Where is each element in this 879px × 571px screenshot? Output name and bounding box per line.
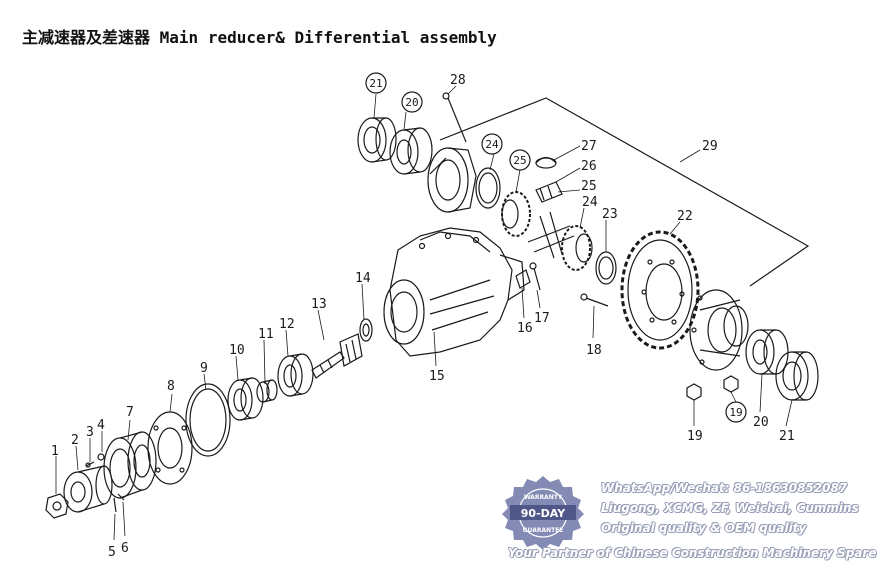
part-26-planet-gear: [535, 181, 563, 203]
watermark-quality: Original quality & OEM quality: [601, 521, 807, 535]
part-27-washer: [535, 156, 557, 169]
part-7-housing: [103, 431, 157, 499]
callout-28: 28: [450, 73, 466, 88]
callout-2: 2: [71, 433, 79, 448]
circled-callouts: [365, 72, 747, 423]
callout-20-circled: 20: [405, 96, 418, 109]
callout-8: 8: [167, 379, 175, 394]
part-15-main-housing: [383, 227, 525, 357]
part-4-washer: [97, 453, 105, 461]
watermark-tagline: Your Partner of Chinese Construction Mac…: [508, 546, 879, 560]
differential-case-right: [689, 289, 749, 371]
callout-9: 9: [200, 361, 208, 376]
part-23-washer: [595, 251, 617, 285]
callout-16: 16: [517, 321, 533, 336]
part-3-bolt: [85, 461, 95, 468]
part-11-spacer: [256, 379, 278, 403]
callout-22: 22: [677, 209, 693, 224]
differential-case-left: [427, 147, 477, 213]
callout-21-circled: 21: [369, 77, 382, 90]
part-18-bolt: [580, 293, 609, 307]
callout-3: 3: [86, 425, 94, 440]
badge-top-text: WARRANTY: [524, 494, 563, 501]
callout-27: 27: [581, 139, 597, 154]
callout-15: 15: [429, 369, 445, 384]
part-19-nut: [686, 375, 739, 401]
watermark-brands: Liugong, XCMG, ZF, Weichai, Cummins: [601, 501, 859, 515]
callout-10: 10: [229, 343, 245, 358]
callout-26: 26: [581, 159, 597, 174]
badge-bottom-text: GUARANTEE: [523, 527, 564, 534]
part-2-flange: [63, 465, 113, 513]
callout-24-circled: 24: [485, 138, 499, 151]
callout-25: 25: [581, 179, 597, 194]
callout-13: 13: [311, 297, 327, 312]
callout-19: 19: [687, 429, 703, 444]
callout-21: 21: [779, 429, 795, 444]
callout-5: 5: [108, 545, 116, 560]
warranty-badge: 90-DAY WARRANTY GUARANTEE: [502, 476, 584, 550]
circled-callout-labels: 21 20 24 25 19: [369, 77, 742, 419]
title-chinese: 主减速器及差速器: [22, 28, 151, 47]
part-24-side-gear: [561, 225, 593, 271]
spider-cross: [527, 211, 575, 259]
callout-17: 17: [534, 311, 550, 326]
callout-14: 14: [355, 271, 371, 286]
part-9-gasket: [185, 383, 231, 457]
part-25-side-gear: [501, 191, 531, 237]
callout-4: 4: [97, 418, 105, 433]
callout-6: 6: [121, 541, 129, 556]
callout-1: 1: [51, 444, 59, 459]
assembly-bracket-29: [439, 97, 810, 287]
part-13-pinion-shaft: [311, 333, 363, 379]
part-12-bearing: [277, 353, 314, 397]
part-10-bearing: [227, 377, 264, 421]
title-english: Main reducer& Differential assembly: [159, 28, 497, 47]
part-28-bolt: [442, 92, 467, 143]
callout-7: 7: [126, 405, 134, 420]
callout-11: 11: [258, 327, 274, 342]
callout-19-circled: 19: [729, 406, 742, 419]
callout-24: 24: [582, 195, 598, 210]
part-21-adjusting-nut-right: [775, 351, 819, 401]
callout-18: 18: [586, 343, 602, 358]
part-17-bolt: [529, 262, 541, 291]
callout-labels: 1 2 3 4 5 6 7 8 9 10 11 12 13 14 15 16 1…: [51, 73, 795, 560]
badge-mid-text: 90-DAY: [521, 507, 566, 520]
callout-25-circled: 25: [513, 154, 526, 167]
part-24-washer-top: [475, 167, 501, 209]
part-5-bolt: [113, 497, 117, 513]
part-1-nut: [45, 493, 69, 519]
leader-lines: [55, 85, 793, 541]
part-21-adjusting-nut-top: [357, 117, 397, 163]
part-14-ring: [359, 318, 373, 342]
callout-12: 12: [279, 317, 295, 332]
part-16-clip: [515, 269, 531, 289]
page-title: 主减速器及差速器 Main reducer& Differential asse…: [22, 24, 497, 48]
part-20-bearing-right: [745, 329, 789, 375]
part-22-crown-gear: [620, 230, 700, 350]
callout-29: 29: [702, 139, 718, 154]
callout-23: 23: [602, 207, 618, 222]
callout-20: 20: [753, 415, 769, 430]
watermark-contact: WhatsApp/Wechat: 86-18630852087: [601, 481, 848, 495]
